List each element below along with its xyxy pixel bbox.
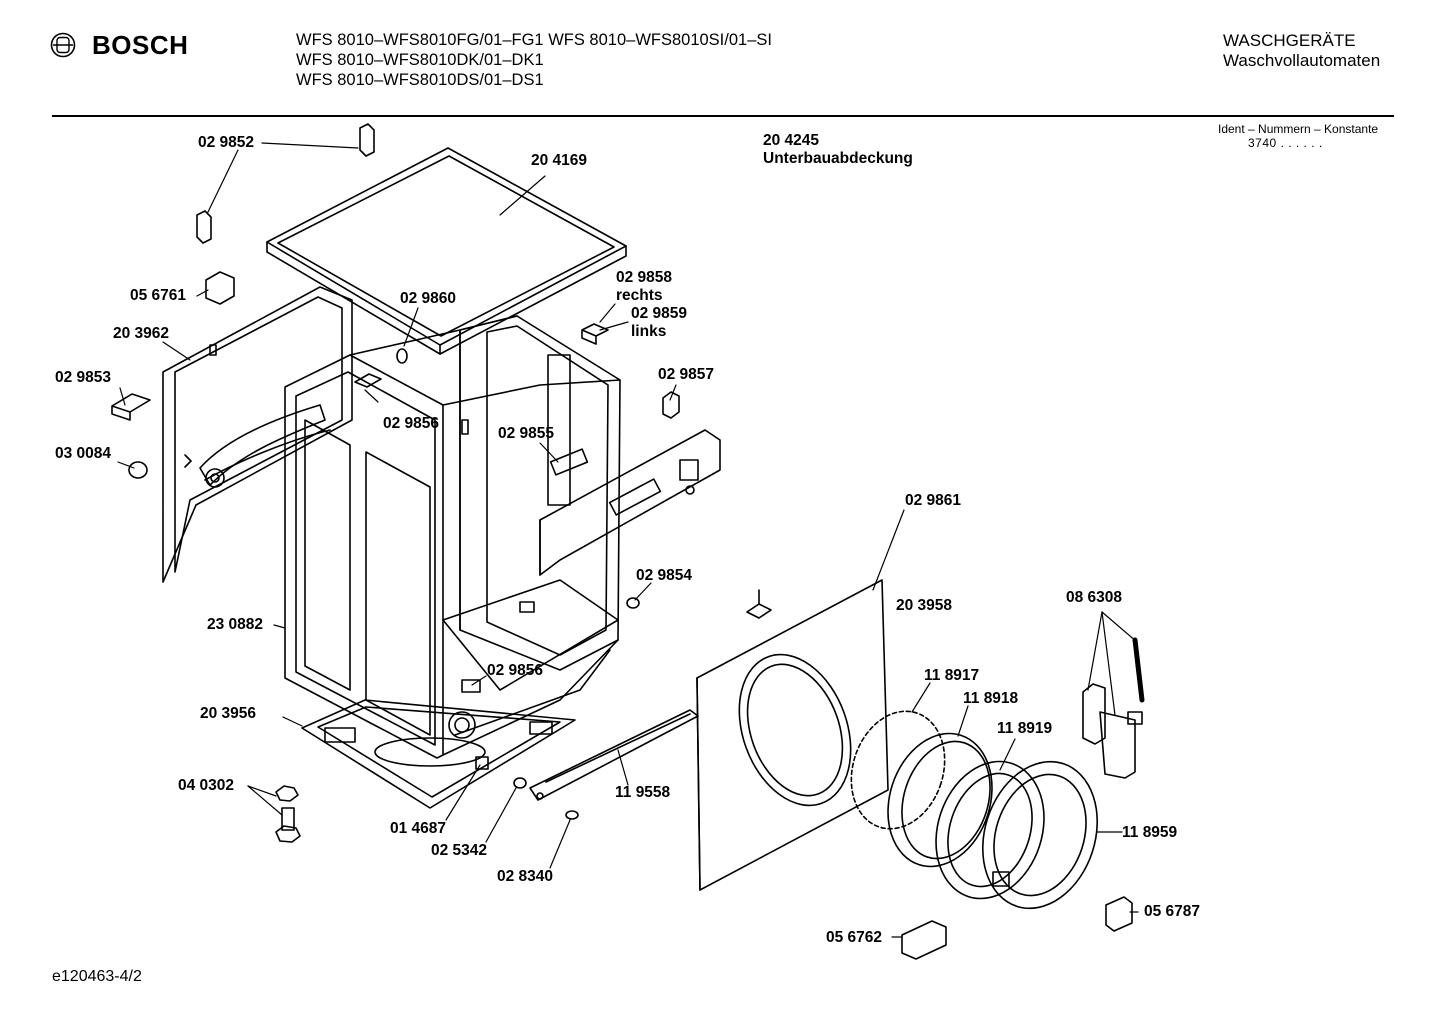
model-line: WFS 8010–WFS8010DK/01–DK1 — [296, 51, 544, 69]
part-label: 02 9859 — [631, 305, 688, 322]
category-title: WASCHGERÄTE — [1223, 31, 1356, 50]
part-label: 02 9852 — [198, 134, 255, 151]
part-label: 04 0302 — [178, 777, 235, 794]
header-divider — [52, 115, 1394, 117]
hinge-parts — [1082, 637, 1145, 779]
part-label: 02 9855 — [498, 425, 555, 442]
part-label: 20 3962 — [113, 325, 170, 342]
main-frame — [284, 315, 621, 759]
model-line: WFS 8010–WFS8010DS/01–DS1 — [296, 71, 544, 89]
part-label: 05 6762 — [826, 929, 883, 946]
model-line: WFS 8010–WFS8010FG/01–FG1 WFS 8010–WFS80… — [296, 31, 772, 49]
part-label: 02 9857 — [658, 366, 715, 383]
part-label: 20 3958 — [896, 597, 953, 614]
category-block: WASCHGERÄTE Waschvollautomaten — [1223, 31, 1380, 71]
top-cover — [266, 147, 627, 355]
part-label: 11 9558 — [615, 784, 671, 801]
part-label: 02 9858 — [616, 269, 673, 286]
part-label: 11 8917 — [924, 667, 980, 684]
part-label: 05 6787 — [1144, 903, 1201, 920]
part-label: 08 6308 — [1066, 589, 1123, 606]
category-subtitle: Waschvollautomaten — [1223, 51, 1381, 70]
part-label: 11 8919 — [997, 720, 1053, 737]
part-label: 20 4169 — [531, 152, 588, 169]
part-label: 02 5342 — [431, 842, 488, 859]
group-number: 20 4245 — [763, 132, 820, 149]
model-list: WFS 8010–WFS8010FG/01–FG1 WFS 8010–WFS80… — [296, 30, 772, 90]
part-label: 11 8959 — [1122, 824, 1178, 841]
part-label: 23 0882 — [207, 616, 264, 633]
part-label: 02 9856 — [487, 662, 544, 679]
brand-name: BOSCH — [92, 29, 189, 60]
part-label: 02 9856 — [383, 415, 440, 432]
left-side-panel — [162, 286, 353, 583]
part-note: rechts — [616, 287, 663, 304]
part-label: 02 8340 — [497, 868, 554, 885]
door-assembly — [850, 710, 1099, 910]
leader-lines — [117, 142, 1139, 938]
part-label: 01 4687 — [390, 820, 447, 837]
ident-value: 3740 . . . . . . — [1248, 136, 1323, 150]
part-label: 02 9861 — [905, 492, 962, 509]
front-panel — [696, 579, 889, 891]
door-strip — [529, 709, 699, 801]
part-label: 02 9853 — [55, 369, 112, 386]
control-panel-frame — [539, 429, 721, 576]
brand-logo: BOSCH — [50, 29, 189, 60]
bosch-armature-icon — [50, 32, 76, 58]
group-name: Unterbauabdeckung — [763, 150, 913, 167]
part-label: 02 9854 — [636, 567, 693, 584]
part-label: 02 9860 — [400, 290, 457, 307]
ident-label: Ident – Nummern – Konstante — [1218, 122, 1379, 136]
part-label: 05 6761 — [130, 287, 187, 304]
document-id: e120463-4/2 — [52, 968, 142, 985]
part-label: 11 8918 — [963, 690, 1019, 707]
part-label: 20 3956 — [200, 705, 257, 722]
base-plate — [301, 699, 576, 809]
part-note: links — [631, 323, 667, 340]
small-parts — [111, 123, 1133, 960]
part-label: 03 0084 — [55, 445, 112, 462]
